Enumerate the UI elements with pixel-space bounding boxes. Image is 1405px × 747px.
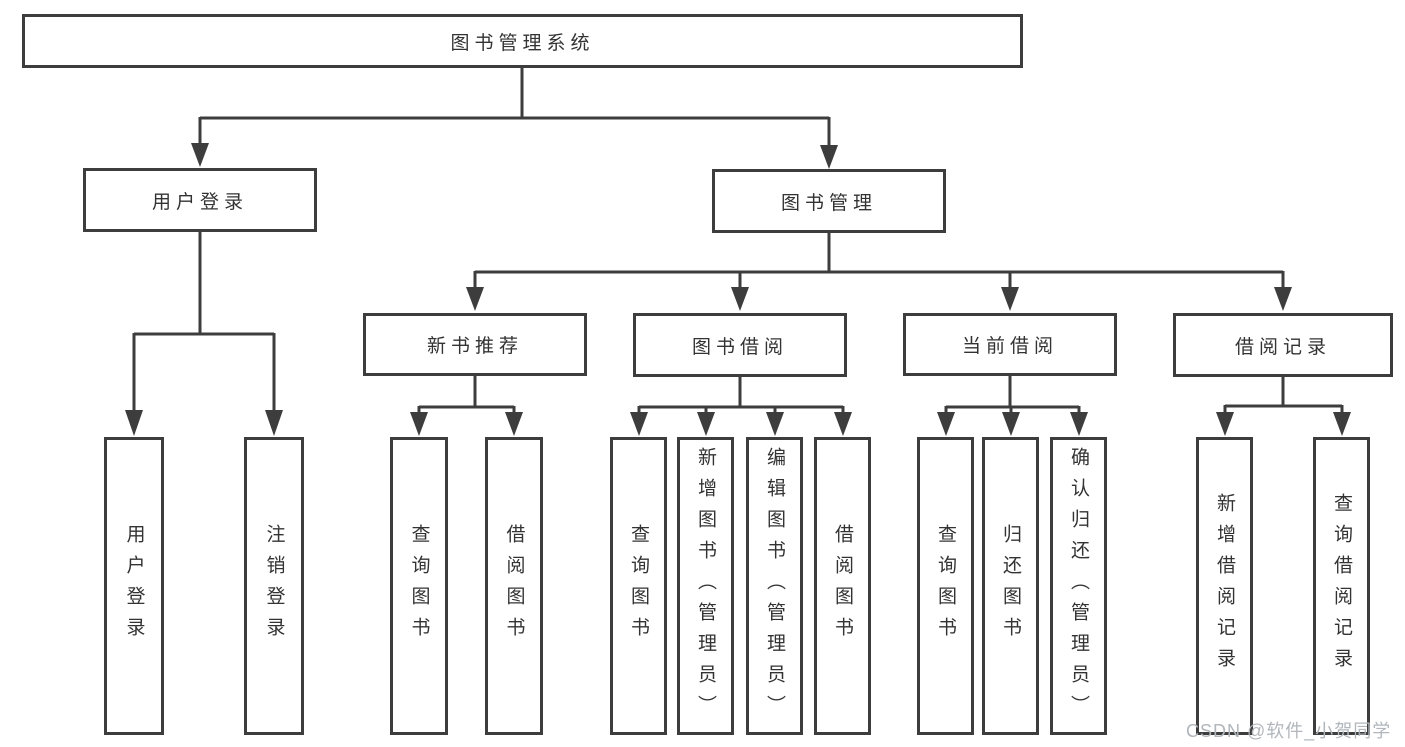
node-book-borrowing: 图书借阅: [633, 313, 847, 377]
node-label: 新书推荐: [426, 336, 523, 357]
arrowhead-icon: [834, 412, 852, 436]
node-new-book-recommend: 新书推荐: [363, 313, 587, 376]
leaf-bb-edit-books-admin: 编辑图书（管理员）: [746, 437, 803, 735]
node-user-login: 用户登录: [83, 168, 317, 232]
leaf-bb-borrow-books: 借阅图书: [814, 437, 871, 735]
arrowhead-icon: [731, 287, 749, 311]
arrowhead-icon: [630, 412, 648, 436]
arrowhead-icon: [125, 410, 143, 436]
node-label: 借阅图书: [503, 524, 525, 648]
arrowhead-icon: [265, 410, 283, 436]
leaf-br-add-record: 新增借阅记录: [1196, 437, 1253, 735]
node-label: 查询图书: [628, 524, 649, 648]
node-label: 新增借阅记录: [1214, 493, 1235, 679]
leaf-bb-query-books: 查询图书: [610, 437, 667, 735]
arrowhead-icon: [1001, 287, 1019, 311]
arrowhead-icon: [937, 412, 955, 436]
arrowhead-icon: [191, 143, 209, 167]
arrowhead-icon: [1070, 412, 1088, 436]
node-current-borrowing: 当前借阅: [903, 313, 1117, 376]
leaf-br-query-record: 查询借阅记录: [1313, 437, 1370, 735]
arrowhead-icon: [410, 412, 428, 436]
arrowhead-icon: [820, 145, 838, 169]
node-label: 查询图书: [408, 524, 430, 648]
node-label: 当前借阅: [961, 336, 1058, 357]
node-book-management: 图书管理: [712, 169, 946, 233]
arrowhead-icon: [1216, 412, 1234, 436]
leaf-bb-add-books-admin: 新增图书（管理员）: [677, 437, 734, 735]
node-label: 图书管理: [780, 192, 877, 214]
leaf-user-login: 用户登录: [104, 437, 164, 735]
arrowhead-icon: [1333, 412, 1351, 436]
node-label: 查询借阅记录: [1331, 493, 1352, 679]
leaf-cb-return-books: 归还图书: [982, 437, 1039, 735]
arrowhead-icon: [697, 412, 715, 436]
leaf-nb-borrow-books: 借阅图书: [485, 437, 543, 735]
node-label: 归还图书: [1000, 524, 1021, 648]
node-label: 新增图书（管理员）: [695, 446, 716, 726]
arrowhead-icon: [1274, 287, 1292, 311]
node-root: 图书管理系统: [22, 14, 1023, 68]
node-label: 借阅记录: [1234, 336, 1331, 358]
watermark: CSDN @软件_小贺同学: [1186, 721, 1392, 741]
node-borrowing-records: 借阅记录: [1173, 313, 1393, 377]
node-label: 查询图书: [935, 524, 956, 648]
arrowhead-icon: [466, 287, 484, 311]
node-label: 借阅图书: [832, 524, 853, 648]
node-label: 用户登录: [123, 524, 145, 648]
node-label: 确认归还（管理员）: [1068, 446, 1089, 726]
arrowhead-icon: [766, 412, 784, 436]
arrowhead-icon: [505, 412, 523, 436]
leaf-logout: 注销登录: [244, 437, 304, 735]
node-label: 注销登录: [263, 524, 285, 648]
node-label: 图书借阅: [691, 336, 788, 358]
node-label: 图书管理系统: [450, 32, 595, 54]
node-label: 用户登录: [151, 191, 248, 213]
leaf-nb-query-books: 查询图书: [390, 437, 448, 735]
leaf-cb-query-books: 查询图书: [917, 437, 974, 735]
leaf-cb-confirm-return-admin: 确认归还（管理员）: [1050, 437, 1107, 735]
arrowhead-icon: [1002, 412, 1020, 436]
node-label: 编辑图书（管理员）: [764, 446, 785, 726]
